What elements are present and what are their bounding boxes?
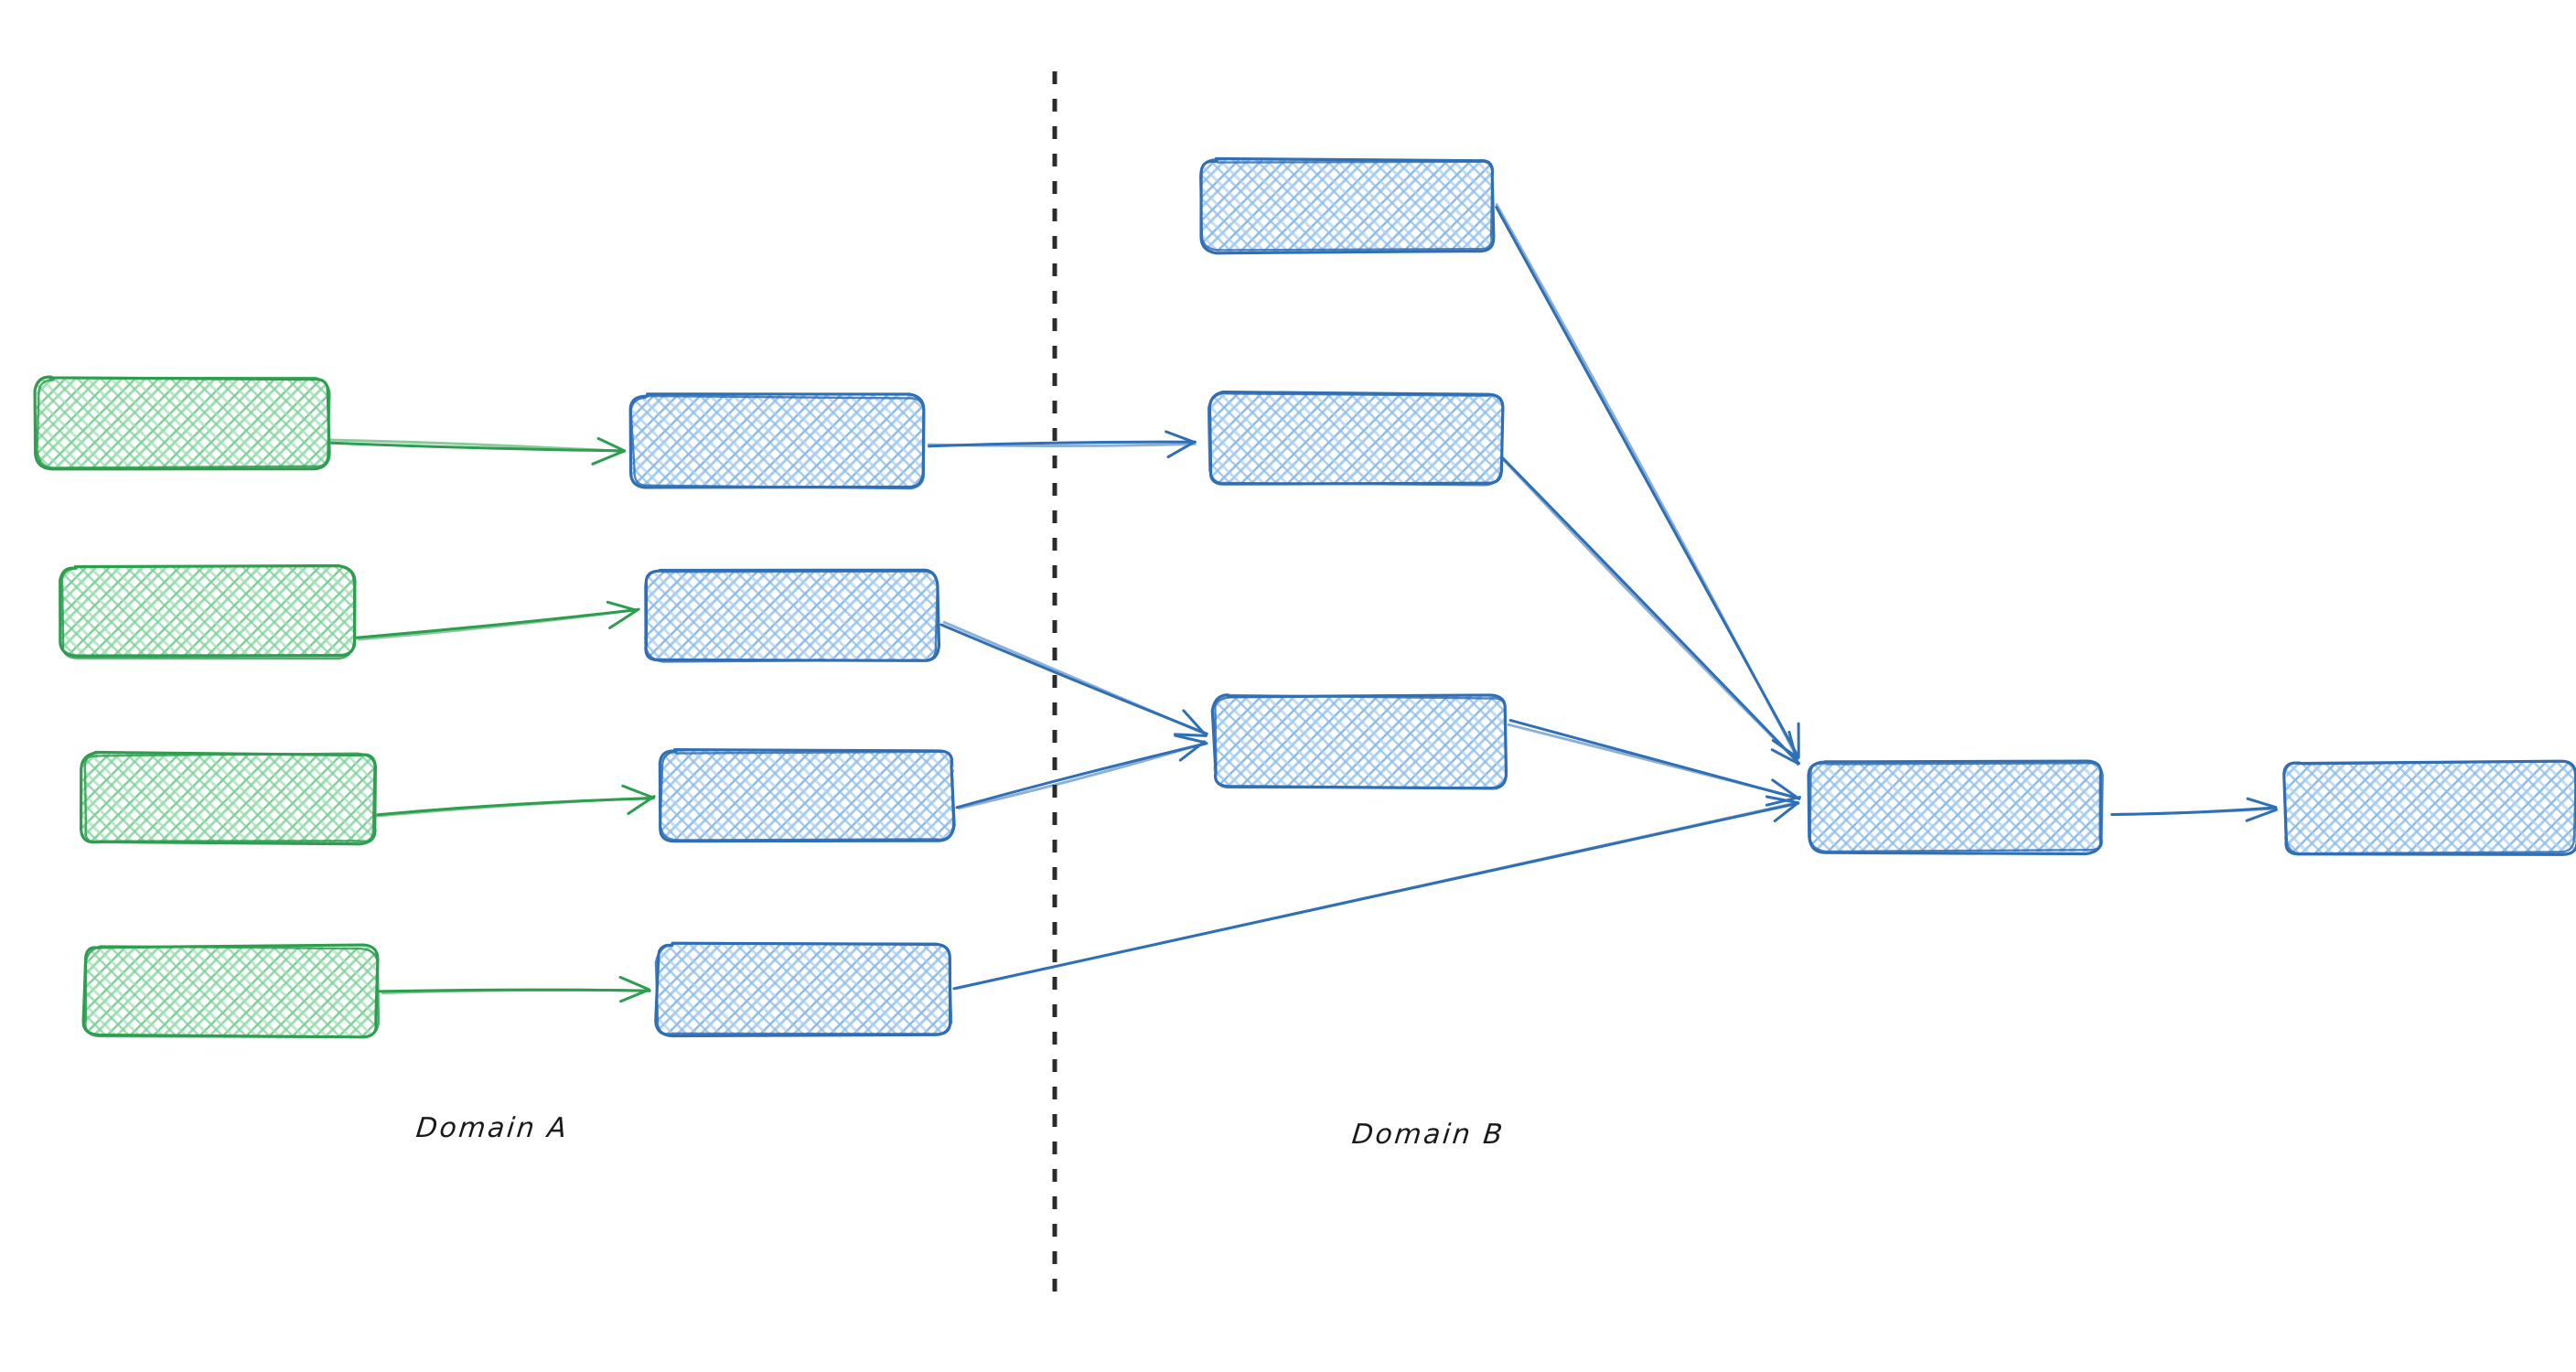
edge-arrowhead (591, 449, 627, 466)
edge-stroke (927, 442, 1197, 448)
edge-stroke (942, 620, 1207, 735)
node-border-2 (84, 945, 381, 1038)
node-layer (33, 156, 2576, 1039)
node-border-2 (2282, 760, 2576, 855)
node-border-2 (1207, 391, 1505, 487)
edge-arrowhead (619, 988, 651, 1003)
node-border-2 (629, 394, 926, 490)
edge-stroke (375, 796, 654, 818)
edge-stroke (1497, 453, 1799, 764)
edge-e8 (1495, 203, 1800, 760)
node-a-src-4[interactable] (81, 943, 381, 1039)
edge-stroke (1507, 723, 1799, 799)
edge-arrowhead (2246, 797, 2278, 809)
node-a-mid-3[interactable] (658, 748, 956, 843)
node-fill-b (36, 377, 330, 468)
node-fill-b (660, 750, 955, 842)
edge-stroke (381, 988, 652, 995)
node-border-2 (1214, 693, 1508, 789)
node-fill-b (1809, 760, 2103, 852)
edge-arrowhead (1773, 801, 1799, 823)
edge-e6 (939, 620, 1208, 737)
edge-arrowhead (1771, 778, 1801, 800)
edge-arrowhead (608, 607, 640, 629)
edge-arrowhead (606, 600, 639, 612)
node-b-out[interactable] (2282, 759, 2576, 856)
edge-arrowhead (1765, 795, 1800, 805)
node-fill-b (59, 565, 354, 658)
edge-arrowhead (621, 784, 656, 799)
edge-stroke (955, 800, 1799, 991)
node-border-2 (659, 750, 955, 841)
edge-arrowhead (1770, 748, 1800, 766)
node-border-2 (1199, 157, 1494, 252)
edge-e1 (327, 436, 627, 466)
node-b-merge[interactable] (1807, 759, 2104, 856)
edge-stroke (2111, 807, 2278, 817)
node-fill-b (2284, 761, 2576, 855)
node-a-src-1[interactable] (33, 375, 331, 471)
edge-arrowhead (1165, 430, 1196, 444)
node-a-mid-4[interactable] (654, 941, 953, 1038)
edge-arrowhead (1787, 730, 1799, 766)
edge-arrowhead (1173, 733, 1208, 737)
node-fill-b (643, 569, 938, 662)
edge-stroke (958, 741, 1208, 810)
edge-arrowhead (1174, 734, 1207, 745)
node-border-2 (60, 564, 356, 660)
edge-e7 (955, 734, 1208, 810)
node-a-mid-1[interactable] (628, 392, 926, 490)
node-border-2 (1809, 760, 2104, 853)
node-a-src-2[interactable] (59, 563, 357, 660)
node-fill-b (82, 946, 377, 1037)
node-border-2 (36, 376, 331, 469)
edge-stroke (357, 607, 639, 641)
node-a-mid-2[interactable] (643, 568, 941, 663)
edge-stroke (327, 438, 626, 454)
edge-e2 (354, 600, 640, 641)
edge-e5 (927, 430, 1197, 459)
node-fill-b (630, 394, 924, 488)
edge-arrowhead (2245, 808, 2278, 822)
edge-arrowhead (627, 795, 656, 816)
edge-e3 (375, 784, 656, 818)
node-fill-b (1213, 694, 1507, 788)
edge-arrowhead (1166, 440, 1197, 459)
domain-a-label: Domain A (414, 1112, 571, 1144)
node-b-n-1[interactable] (1199, 156, 1496, 255)
domain-b-label: Domain B (1350, 1119, 1507, 1151)
node-b-n-3[interactable] (1210, 693, 1508, 790)
node-fill-b (80, 754, 375, 843)
node-border-2 (644, 569, 939, 663)
node-border-2 (83, 752, 376, 843)
edge-layer (327, 203, 2278, 1003)
node-border-2 (654, 942, 953, 1035)
edge-stroke (1495, 203, 1799, 760)
node-fill-b (656, 942, 950, 1036)
node-b-n-2[interactable] (1207, 390, 1505, 487)
edge-arrowhead (1178, 740, 1207, 762)
edge-e4 (377, 975, 652, 1003)
edge-e11 (952, 795, 1800, 991)
node-fill-b (1199, 159, 1494, 253)
edge-arrowhead (618, 975, 650, 991)
edge-e10 (1507, 719, 1801, 807)
edge-e12 (2110, 797, 2278, 822)
node-fill-b (1209, 392, 1504, 486)
edge-e9 (1497, 453, 1801, 766)
node-a-src-3[interactable] (79, 750, 377, 846)
edge-arrowhead (1182, 709, 1208, 737)
edge-arrowhead (596, 436, 626, 453)
